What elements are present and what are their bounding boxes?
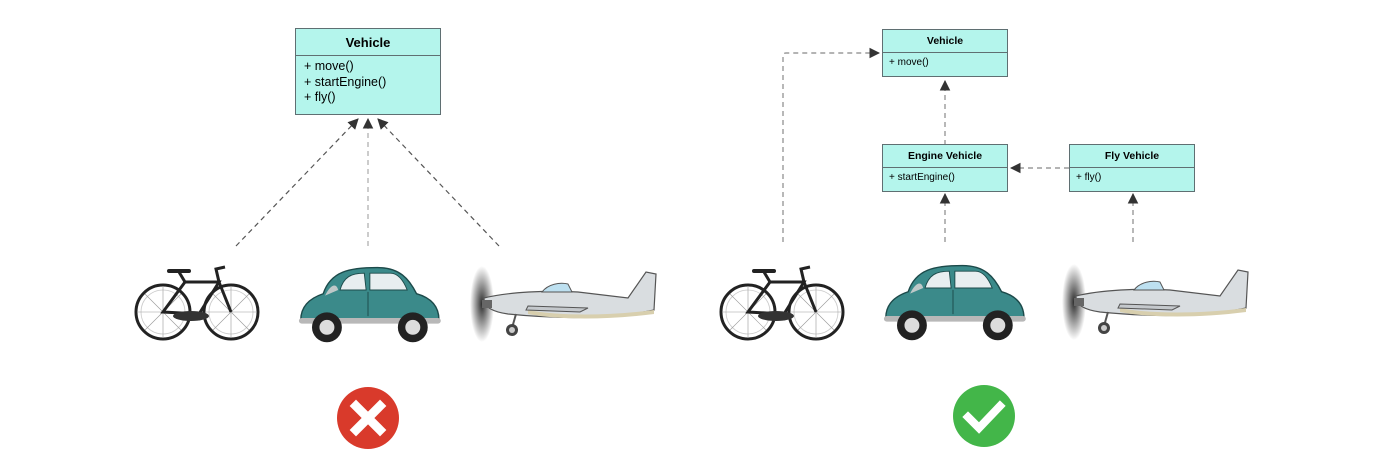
right-vehicle-class-operations: + move() [883,53,1007,73]
left-plane-to-vehicle-arrow [377,118,500,247]
left-airplane-icon [469,265,657,342]
engine-vehicle-class: Engine Vehicle + startEngine() [882,144,1008,192]
green-check-icon [953,385,1015,447]
left-car-icon [298,266,442,344]
fly-vehicle-class-name: Fly Vehicle [1070,145,1194,168]
left-vehicle-class-name: Vehicle [296,29,440,56]
right-airplane-icon [1061,263,1249,340]
right-vehicle-class-name: Vehicle [883,30,1007,53]
operation-move: + move() [304,59,354,73]
operation-move: + move() [889,57,929,68]
operation-fly: + fly() [304,90,336,104]
fly-vehicle-class: Fly Vehicle + fly() [1069,144,1195,192]
engine-vehicle-class-operations: + startEngine() [883,168,1007,188]
right-vehicle-class: Vehicle + move() [882,29,1008,77]
operation-fly: + fly() [1076,172,1102,183]
left-connectors [235,117,500,247]
right-bicycle-icon [719,265,845,341]
engine-vehicle-class-name: Engine Vehicle [883,145,1007,168]
red-x-icon [337,387,399,449]
operation-start-engine: + startEngine() [889,172,955,183]
left-bicycle-to-vehicle-arrow [235,118,359,247]
left-vehicle-class: Vehicle + move() + startEngine() + fly() [295,28,441,115]
left-bicycle-icon [134,265,260,341]
right-car-icon [883,264,1027,342]
operation-start-engine: + startEngine() [304,74,387,89]
left-vehicle-class-operations: + move() + startEngine() + fly() [296,56,440,106]
right-bicycle-to-vehicle-arrow [782,47,881,242]
fly-vehicle-class-operations: + fly() [1070,168,1194,188]
right-connectors [782,47,1139,242]
